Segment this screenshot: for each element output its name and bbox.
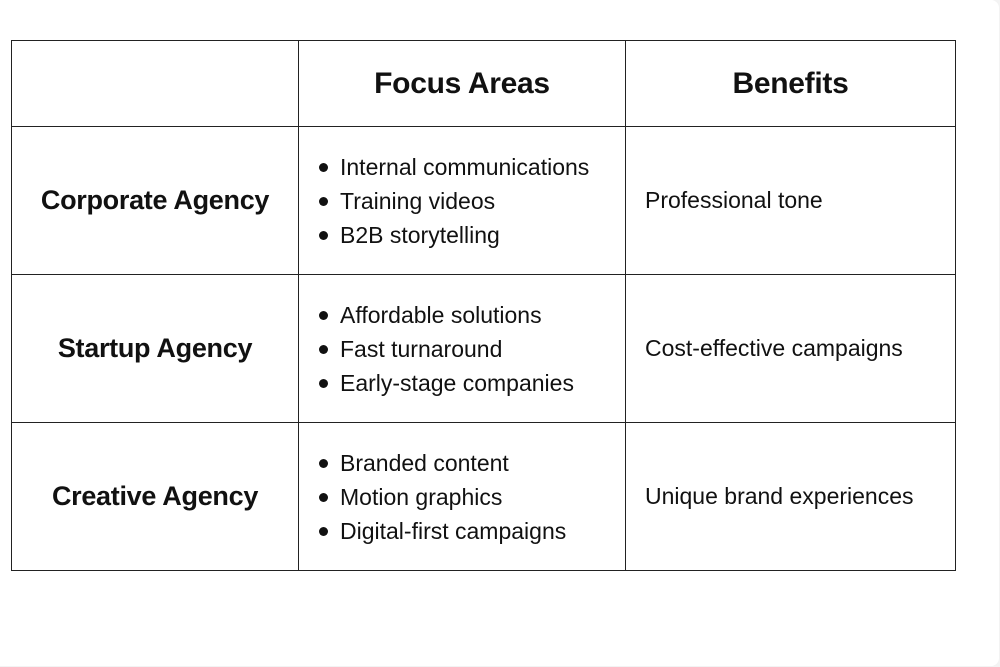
table-row: Corporate Agency Internal communications… [11,126,956,275]
list-item-text: Training videos [340,187,496,214]
list-item-text: B2B storytelling [340,221,500,248]
bullet-icon [319,344,328,354]
agency-name-corporate: Corporate Agency [11,126,299,275]
list-item: Training videos [319,184,625,218]
agency-name-creative: Creative Agency [11,422,299,571]
focus-areas-cell: Branded content Motion graphics Digital-… [298,422,626,571]
bullet-icon [319,196,328,206]
list-item: Fast turnaround [319,332,625,366]
focus-areas-list: Internal communications Training videos … [319,150,625,252]
agency-name-startup: Startup Agency [11,274,299,423]
list-item-text: Branded content [340,449,509,476]
header-focus-areas: Focus Areas [298,40,626,127]
list-item: Motion graphics [319,480,625,514]
focus-areas-list: Affordable solutions Fast turnaround Ear… [319,298,625,400]
table-header: Focus Areas Benefits [11,40,956,127]
bullet-icon [319,492,328,502]
benefit-cell: Unique brand experiences [625,422,956,571]
header-empty-cell [11,40,299,127]
table-row: Startup Agency Affordable solutions Fast… [11,274,956,423]
list-item-text: Early-stage companies [340,369,574,396]
list-item-text: Motion graphics [340,483,503,510]
focus-areas-cell: Affordable solutions Fast turnaround Ear… [298,274,626,423]
agency-comparison-table: Focus Areas Benefits Corporate Agency In… [11,40,956,571]
list-item-text: Fast turnaround [340,335,503,362]
list-item-text: Affordable solutions [340,301,542,328]
table-row: Creative Agency Branded content Motion g… [11,422,956,571]
table-body: Corporate Agency Internal communications… [11,126,956,571]
benefit-cell: Cost-effective campaigns [625,274,956,423]
header-row: Focus Areas Benefits [11,40,956,127]
header-benefits: Benefits [625,40,956,127]
bullet-icon [319,310,328,320]
list-item: Affordable solutions [319,298,625,332]
bullet-icon [319,230,328,240]
list-item: Branded content [319,446,625,480]
list-item: Internal communications [319,150,625,184]
list-item-text: Internal communications [340,153,590,180]
bullet-icon [319,162,328,172]
list-item: Digital-first campaigns [319,514,625,548]
list-item-text: Digital-first campaigns [340,517,567,544]
focus-areas-cell: Internal communications Training videos … [298,126,626,275]
bullet-icon [319,526,328,536]
focus-areas-list: Branded content Motion graphics Digital-… [319,446,625,548]
bullet-icon [319,378,328,388]
list-item: Early-stage companies [319,366,625,400]
benefit-cell: Professional tone [625,126,956,275]
bullet-icon [319,458,328,468]
list-item: B2B storytelling [319,218,625,252]
